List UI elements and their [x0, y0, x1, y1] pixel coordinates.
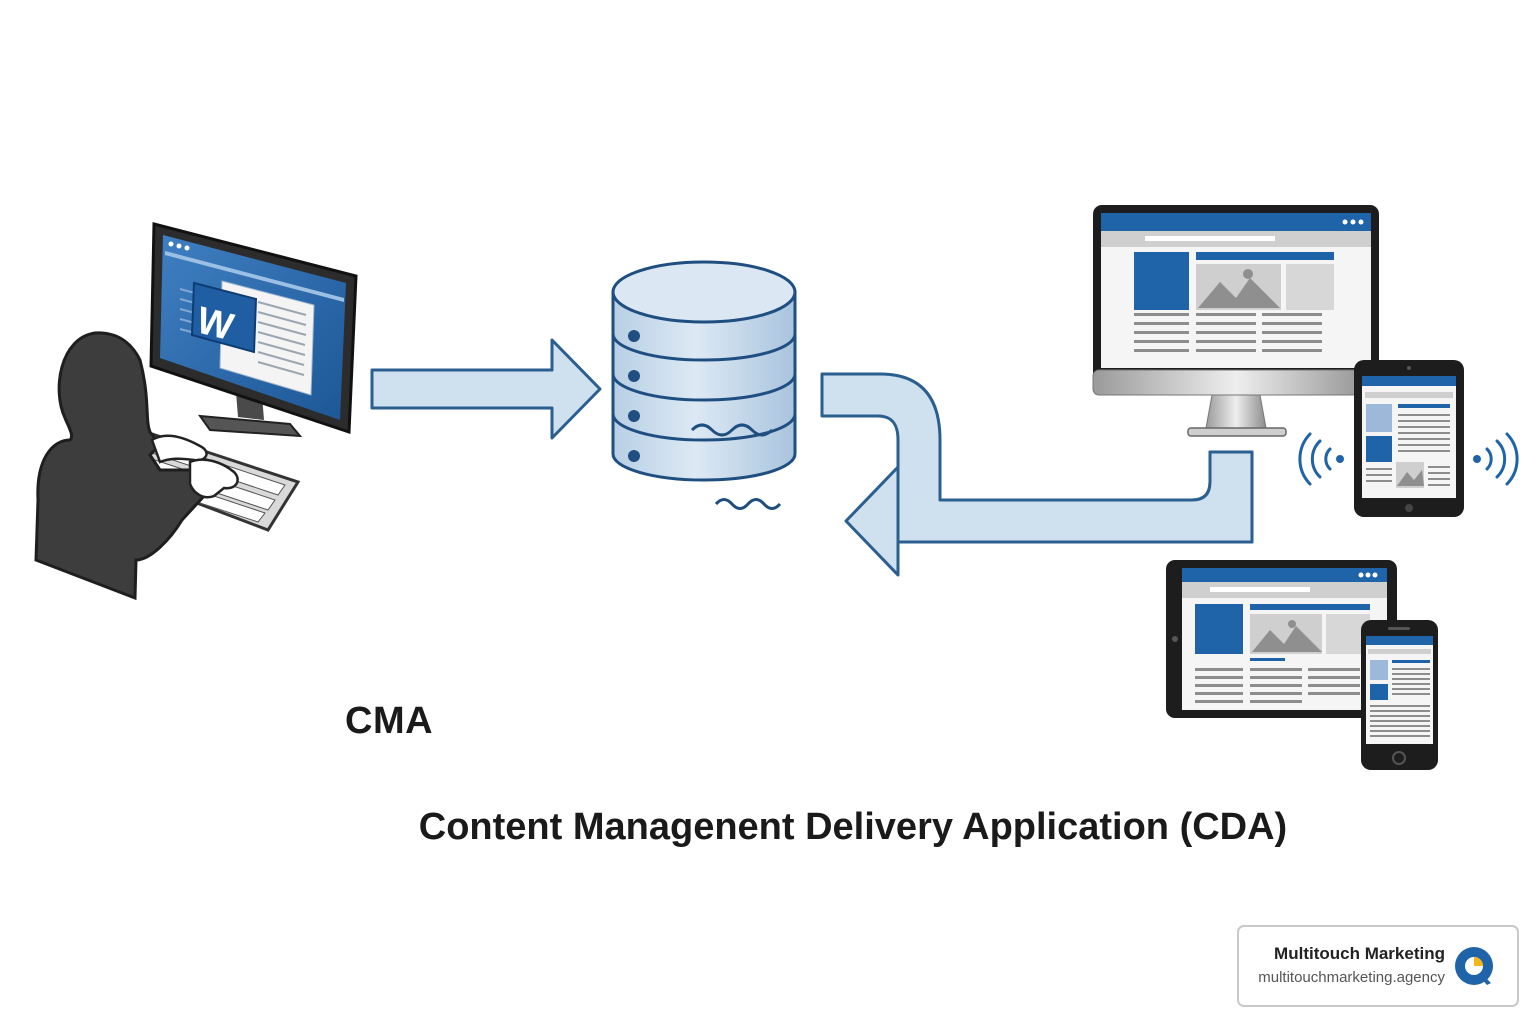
arrow-to-devices [820, 372, 1254, 544]
cma-label: CMA [345, 700, 434, 742]
person-silhouette-icon [34, 331, 239, 601]
brand-badge: Multitouch Marketing multitouchmarketing… [1237, 925, 1519, 1007]
cda-label: Content Managenent Delivery Application … [418, 806, 1288, 848]
arrow-to-database [370, 338, 602, 440]
brand-url: multitouchmarketing.agency [1258, 969, 1445, 986]
desktop-monitor-icon: W [149, 222, 358, 438]
wifi-signal-icon [1298, 432, 1519, 486]
laptop-icon [1166, 560, 1397, 718]
monitor-icon [1092, 205, 1380, 437]
brand-logo-icon [1455, 947, 1493, 985]
brand-name: Multitouch Marketing [1274, 944, 1445, 963]
tablet-icon [1354, 360, 1464, 517]
phone-icon [1361, 620, 1438, 770]
database-icon [611, 260, 797, 510]
